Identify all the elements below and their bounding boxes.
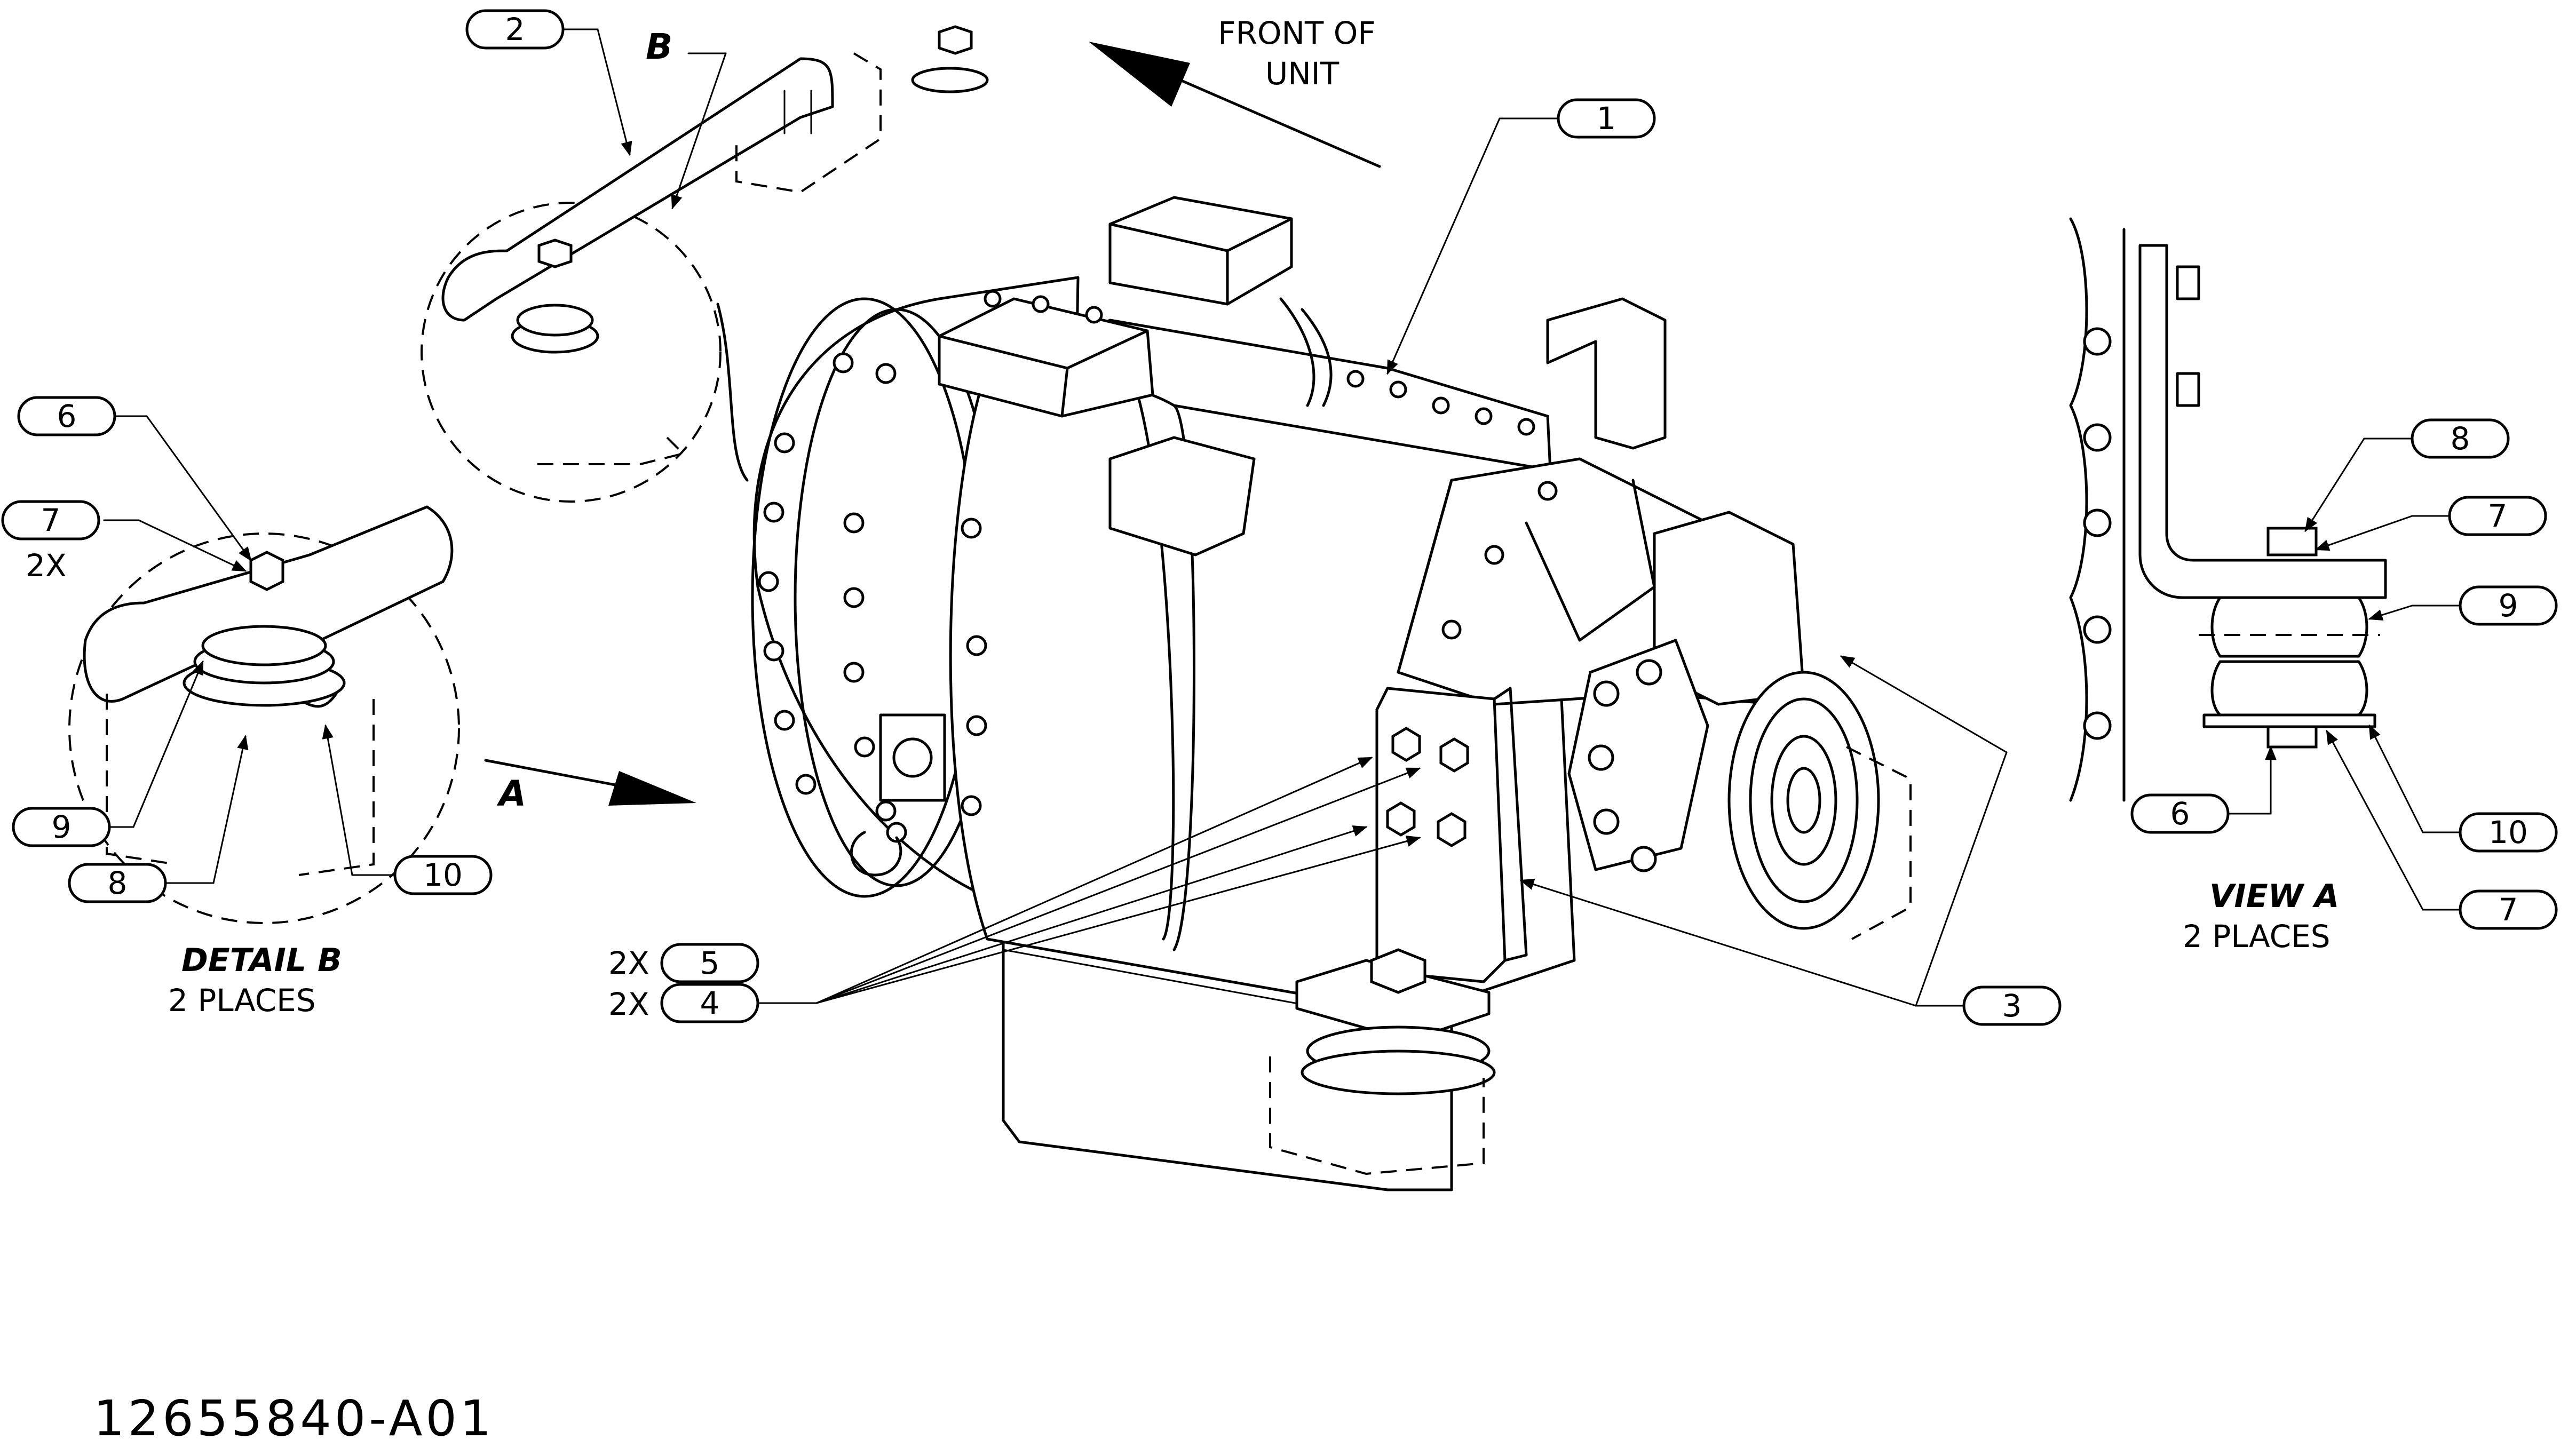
view-a-subtitle: 2 PLACES [2183, 918, 2331, 955]
callout-7-view-top: 7 [2448, 496, 2547, 536]
leader-lines [103, 28, 2461, 1007]
rear-ring-bolts [758, 352, 987, 843]
top-cover-bolts [984, 290, 1535, 436]
callout-10-view-number: 10 [2488, 814, 2528, 850]
callout-10-view: 10 [2459, 812, 2558, 853]
callout-10-detail-number: 10 [423, 857, 463, 893]
front-bracket-bolts [1386, 481, 1662, 872]
callout-7-view-top-number: 7 [2488, 498, 2508, 534]
view-a-title: VIEW A [2209, 878, 2339, 915]
callout-7-view-bottom: 7 [2459, 889, 2558, 930]
detail-b-title: DETAIL B [181, 942, 342, 979]
callout-7-detail-number: 7 [41, 502, 61, 538]
front-of-unit-label-line2: UNIT [1265, 55, 1339, 92]
callout-4: 2X 4 [608, 983, 759, 1023]
callout-7-detail: 7 2X [1, 500, 100, 584]
callout-9-detail-number: 9 [52, 809, 72, 845]
callout-6-view-number: 6 [2170, 796, 2190, 832]
callout-6-detail: 6 [17, 396, 116, 436]
callout-8-view-number: 8 [2451, 420, 2470, 457]
detail-b-qty: 2X [26, 547, 67, 584]
callout-4-qty: 2X [608, 986, 649, 1022]
callout-6-view: 6 [2130, 793, 2230, 834]
callout-2: 2 [465, 9, 565, 50]
callout-4-number: 4 [700, 985, 720, 1021]
callout-8-detail-number: 8 [108, 865, 128, 901]
callout-8-view: 8 [2411, 418, 2510, 459]
detail-circle-label: B [646, 26, 672, 67]
view-a-arrow: A [484, 759, 696, 814]
callout-2-number: 2 [505, 11, 525, 47]
front-of-unit-label-line1: FRONT OF [1218, 15, 1376, 51]
detail-b-view: DETAIL B 2 PLACES [68, 505, 460, 1019]
callout-9-detail: 9 [12, 807, 111, 847]
callout-1-number: 1 [1597, 100, 1616, 137]
callout-9-view-number: 9 [2499, 587, 2518, 624]
callout-10-detail: 10 [393, 855, 493, 895]
callout-5: 2X 5 [608, 943, 759, 983]
callout-9-view: 9 [2459, 585, 2558, 626]
callout-8-detail: 8 [68, 863, 167, 903]
detail-b-reference-circle: B [421, 25, 989, 503]
transmission-assembly [751, 196, 1912, 1191]
front-arrow-head-icon [1089, 42, 1190, 107]
document-number: 12655840-A01 [93, 1390, 494, 1439]
view-a: VIEW A 2 PLACES [2069, 217, 2387, 955]
detail-b-subtitle: 2 PLACES [168, 982, 316, 1019]
callout-5-qty: 2X [608, 945, 649, 981]
front-of-unit-indicator: FRONT OF UNIT [1089, 15, 1381, 168]
callout-1: 1 [1557, 98, 1656, 139]
view-a-arrow-head-icon [608, 771, 696, 806]
view-a-arrow-label: A [496, 773, 526, 814]
callout-7-view-bottom-number: 7 [2499, 892, 2518, 928]
callout-3: 3 [1962, 985, 2062, 1026]
callout-5-number: 5 [700, 945, 720, 981]
callout-6-detail-number: 6 [57, 398, 77, 434]
callout-3-number: 3 [2002, 988, 2022, 1024]
